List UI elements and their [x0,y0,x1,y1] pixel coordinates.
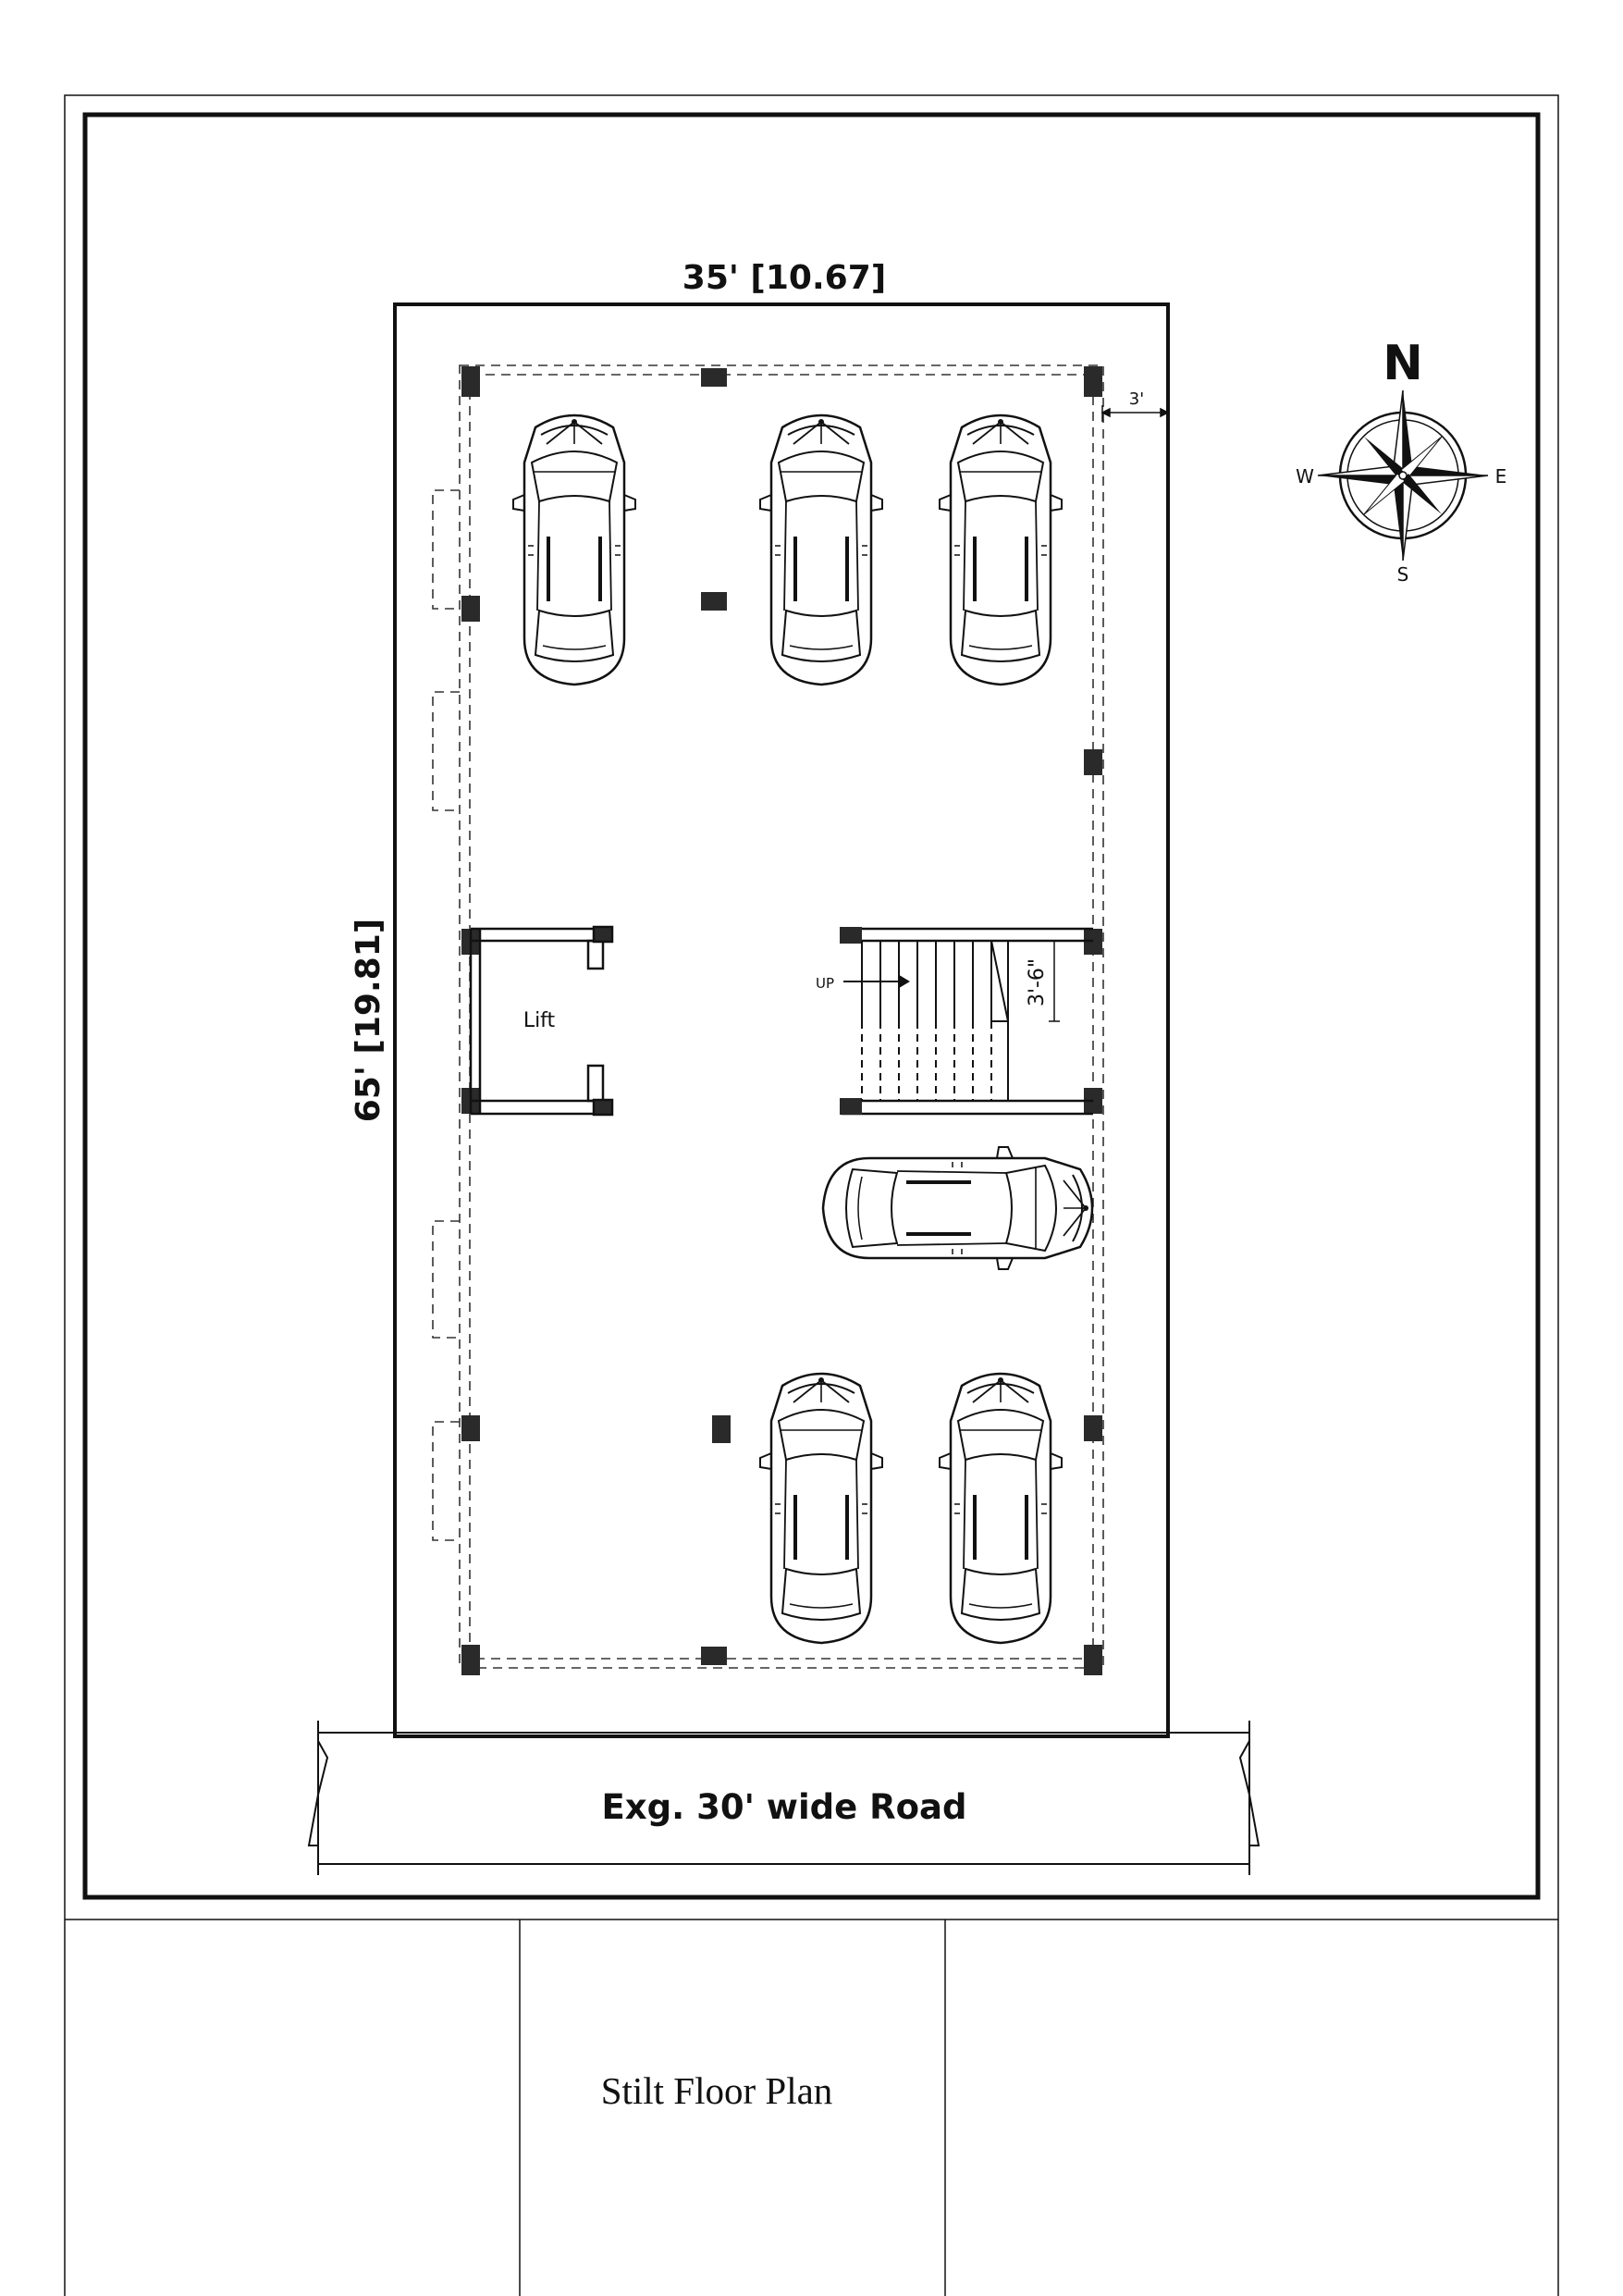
compass-rose-icon [1317,389,1489,562]
title-block-title: Stilt Floor Plan [601,2069,833,2112]
lift-label: Lift [523,1009,556,1032]
compass-south: S [1397,563,1409,586]
stair-up-label: UP [816,975,834,992]
road-label: Exg. 30' wide Road [602,1787,967,1827]
compass-west: W [1296,465,1314,488]
plot-boundary [82,112,1541,1900]
staircase [840,927,1093,1116]
building-outline [393,302,1170,1738]
road [307,1721,1260,1875]
car-5 [758,1372,884,1645]
columns [461,366,1102,1675]
lift-shaft [469,925,614,1117]
car-4 [821,1145,1094,1271]
car-2 [758,414,884,686]
dashed-column-grid [432,364,1104,1669]
title-block [65,1919,1558,2296]
car-3 [938,414,1064,686]
building-depth-dimension: 65' [19.81] [350,919,387,1122]
car-6 [938,1372,1064,1645]
setback-label: 3' [1129,389,1144,409]
sheet-frame [64,94,1559,2296]
setback-dimension-line [1100,405,1170,422]
compass-north: N [1383,336,1423,391]
building-width-dimension: 35' [10.67] [682,259,886,297]
stair-width-dimension: 3'-6" [1026,958,1049,1006]
car-1 [511,414,637,686]
compass-east: E [1495,465,1507,488]
